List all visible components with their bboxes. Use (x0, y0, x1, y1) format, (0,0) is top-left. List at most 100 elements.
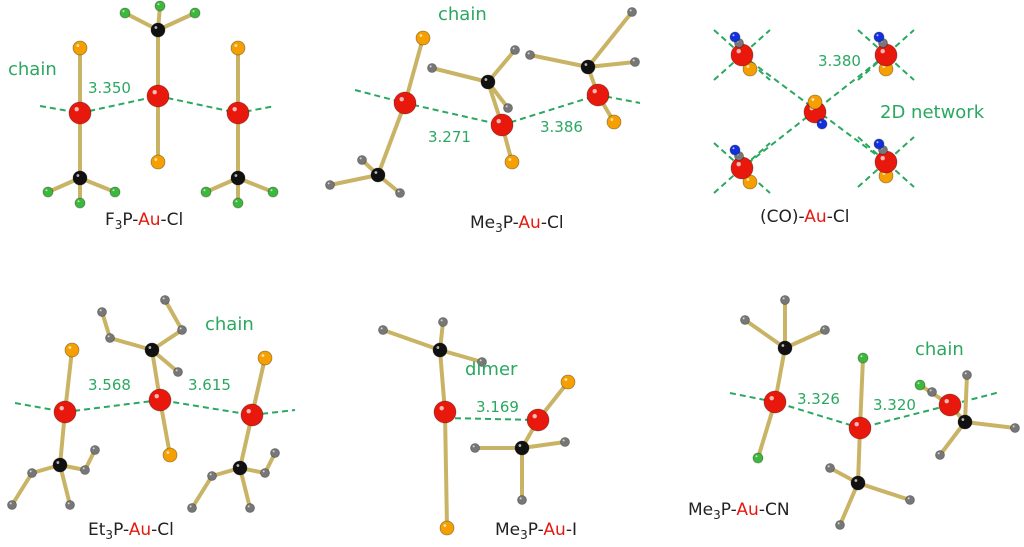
aurophilic-contact-line (713, 142, 771, 194)
atom-highlight (235, 200, 238, 203)
methyl-atom (177, 325, 187, 335)
aurophilic-contact-line (857, 136, 915, 188)
atom-highlight (505, 105, 508, 108)
atom-highlight (937, 452, 940, 455)
formula-label: (CO)-Au-Cl (760, 207, 849, 227)
atom-highlight (234, 174, 238, 177)
methyl-atom (65, 500, 75, 510)
gold-atom (148, 388, 172, 412)
atom-highlight (742, 317, 745, 320)
aurophilic-contact-line (713, 29, 771, 81)
methyl-atom (935, 450, 945, 460)
atom-highlight (929, 389, 932, 392)
atom-highlight (439, 405, 444, 411)
bond (438, 348, 484, 364)
gold-atom (763, 390, 787, 414)
methyl-atom (97, 307, 107, 317)
bond (190, 474, 214, 510)
carbon-atom (232, 460, 248, 476)
fluorine-atom (189, 7, 201, 19)
atom-highlight (166, 451, 170, 454)
atom-highlight (944, 398, 949, 404)
bond (743, 318, 787, 350)
atom-highlight (397, 190, 400, 193)
methyl-atom (245, 503, 255, 513)
fluorine-atom (752, 452, 764, 464)
nitrogen-atom (816, 118, 828, 130)
bond (586, 60, 637, 69)
bond (100, 310, 112, 340)
carbon-atom (144, 342, 160, 358)
phosphorus-atom (150, 154, 166, 170)
fluorine-atom (200, 186, 212, 198)
atom-highlight (527, 52, 530, 55)
fluorine-atom (232, 197, 244, 209)
nitrogen-atom (729, 31, 741, 43)
methyl-atom (173, 367, 183, 377)
methyl-atom (525, 50, 535, 60)
motif-label: chain (915, 339, 964, 360)
gold-atom (146, 84, 170, 108)
bond (430, 66, 490, 84)
methyl-atom (820, 325, 830, 335)
atom-highlight (67, 502, 70, 505)
methyl-atom (630, 57, 640, 67)
atom-highlight (584, 63, 588, 66)
phosphorus-atom (64, 342, 80, 358)
atom-highlight (272, 450, 275, 453)
distance-label: 3.326 (797, 390, 840, 408)
bond (376, 101, 407, 177)
carbon-atom (150, 22, 166, 38)
phosphorus-atom (606, 114, 622, 130)
carbon-atom (777, 340, 793, 356)
atom-highlight (68, 346, 72, 349)
methyl-atom (357, 155, 367, 165)
methyl-atom (780, 295, 790, 305)
nitrogen-atom (729, 144, 741, 156)
methyl-atom (105, 333, 115, 343)
atom-highlight (964, 372, 967, 375)
methyl-atom (90, 445, 100, 455)
methyl-atom (160, 295, 170, 305)
atom-highlight (496, 118, 501, 124)
carbon-atom (480, 74, 496, 90)
atom-highlight (107, 335, 110, 338)
bond (783, 328, 827, 350)
atom-highlight (484, 78, 488, 81)
atom-highlight (837, 522, 840, 525)
bond (403, 36, 425, 105)
atom-highlight (811, 98, 815, 101)
atom-highlight (876, 141, 879, 144)
atom-highlight (262, 470, 265, 473)
atom-highlight (99, 309, 102, 312)
atom-highlight (175, 369, 178, 372)
methyl-atom (7, 500, 17, 510)
bond (328, 173, 380, 187)
methyl-atom (510, 45, 520, 55)
fluorine-atom (267, 186, 279, 198)
atom-highlight (234, 44, 238, 47)
atom-highlight (746, 65, 750, 68)
atom-highlight (359, 157, 362, 160)
gold-atom (526, 408, 550, 432)
atom-highlight (880, 155, 885, 161)
atom-highlight (82, 467, 85, 470)
atom-highlight (236, 464, 240, 467)
formula-label: Et3P-Au-Cl (88, 520, 174, 542)
atom-highlight (532, 413, 537, 419)
methyl-atom (1010, 423, 1020, 433)
gold-atom (874, 43, 898, 67)
distance-label: 3.320 (873, 396, 916, 414)
atom-highlight (854, 479, 858, 482)
atom-highlight (59, 405, 64, 411)
atom-highlight (246, 408, 251, 414)
gold-atom (938, 393, 962, 417)
carbon-atom (957, 414, 973, 430)
atom-highlight (781, 344, 785, 347)
carbon-atom (52, 457, 68, 473)
motif-label: chain (438, 4, 487, 25)
fluorine-atom (154, 0, 166, 12)
distance-label: 3.386 (540, 118, 583, 136)
methyl-atom (560, 437, 570, 447)
